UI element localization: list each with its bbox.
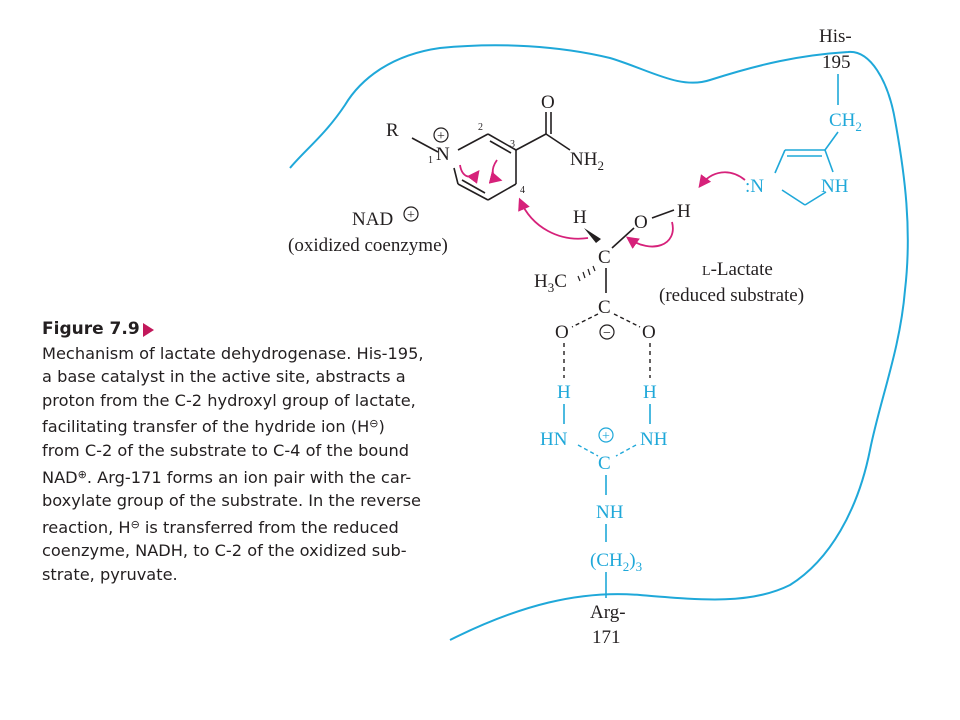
caption-line: coenzyme, NADH, to C-2 of the oxidized s… — [42, 541, 407, 561]
caption-line: a base catalyst in the active site, abst… — [42, 367, 406, 387]
o-h-bond — [651, 209, 675, 219]
ring-arrow-left — [459, 164, 480, 184]
c2-o-bond — [611, 227, 635, 249]
arg-number: 171 — [592, 627, 621, 648]
lactate-description: (reduced substrate) — [659, 285, 804, 306]
caption-arrow-icon — [142, 322, 154, 337]
carboxylate-bonds — [571, 313, 641, 328]
hydroxyl-h: H — [677, 201, 691, 222]
arg-hn-left: HN — [540, 429, 568, 450]
guanidinium-charge — [598, 427, 614, 443]
his-number: 195 — [822, 52, 851, 73]
arg-ch2-chain: (CH2)3 — [590, 550, 642, 574]
atom-number-3: 3 — [510, 139, 515, 150]
enzyme-boundary-outline — [289, 44, 909, 641]
wedge-bond — [584, 228, 601, 243]
arg-h-left: H — [557, 382, 571, 403]
arg-chain-nh: NH — [596, 502, 624, 523]
his-label: His- — [819, 26, 852, 47]
carboxyl-o-left: O — [555, 322, 569, 343]
guanidinium-plus: + — [602, 429, 610, 444]
carboxylate-minus: − — [603, 326, 611, 341]
hashed-bond — [577, 265, 596, 282]
ch2-imidazole-bond — [824, 131, 839, 151]
caption-line: strate, pyruvate. — [42, 564, 178, 584]
nad-ring-charge — [433, 127, 449, 143]
carboxylate-charge — [599, 324, 615, 340]
caption-line: NAD⊕. Arg-171 forms an ion pair with the… — [42, 467, 412, 487]
ring-nitrogen: N — [436, 144, 450, 165]
nicotinamide-ring — [411, 112, 571, 201]
imidazole-nh: NH — [821, 176, 849, 197]
caption-line: proton from the C-2 hydroxyl group of la… — [42, 390, 416, 410]
hydroxyl-o: O — [634, 212, 648, 233]
atom-number-2: 2 — [478, 122, 483, 133]
caption-line: boxylate group of the substrate. In the … — [42, 491, 421, 511]
arg-label: Arg- — [590, 602, 626, 623]
amide-nh2: NH2 — [570, 149, 604, 173]
methyl-h3c: H3C — [534, 271, 567, 295]
nad-label-charge — [403, 206, 419, 222]
atom-number-1: 1 — [428, 155, 433, 166]
figure-caption: Figure 7.9 Mechanism of lactate dehydrog… — [42, 318, 462, 587]
guanidinium-carbon: C — [598, 453, 611, 474]
caption-line: Mechanism of lactate dehydrogenase. His-… — [42, 343, 424, 363]
caption-title: Figure 7.9 — [42, 318, 462, 342]
r-group: R — [386, 120, 399, 141]
arg-nh-bonds — [563, 404, 651, 424]
c2-carbon: C — [598, 247, 611, 268]
imidazole-ring — [774, 149, 834, 206]
caption-title-text: Figure 7.9 — [42, 319, 140, 339]
guanidinium-bonds — [577, 444, 637, 457]
arrow-imidazole-to-h — [698, 171, 746, 189]
caption-line: reaction, H⊖ is transferred from the red… — [42, 517, 399, 537]
hydrogen-bonds — [563, 343, 651, 378]
arg-h-right: H — [643, 382, 657, 403]
imidazole-n: :N — [745, 176, 764, 197]
carboxyl-o-right: O — [642, 322, 656, 343]
nad-label: NAD — [352, 209, 393, 230]
nad-description: (oxidized coenzyme) — [288, 235, 448, 256]
caption-line: facilitating transfer of the hydride ion… — [42, 417, 385, 437]
arg-nh-right: NH — [640, 429, 668, 450]
hydride-h: H — [573, 207, 587, 228]
his-ch2: CH2 — [829, 110, 862, 134]
atom-number-4: 4 — [520, 185, 525, 196]
nad-label-plus: + — [407, 208, 415, 223]
carbonyl-oxygen: O — [541, 92, 555, 113]
carboxyl-carbon: C — [598, 297, 611, 318]
lactate-name: L-Lactate — [702, 259, 773, 280]
caption-line: from C-2 of the substrate to C-4 of the … — [42, 440, 410, 460]
ring-arrow-right — [488, 159, 503, 184]
arrow-oh-to-co — [625, 221, 674, 249]
nad-ring-plus: + — [437, 129, 445, 144]
arrow-hydride-to-c4 — [518, 197, 589, 240]
